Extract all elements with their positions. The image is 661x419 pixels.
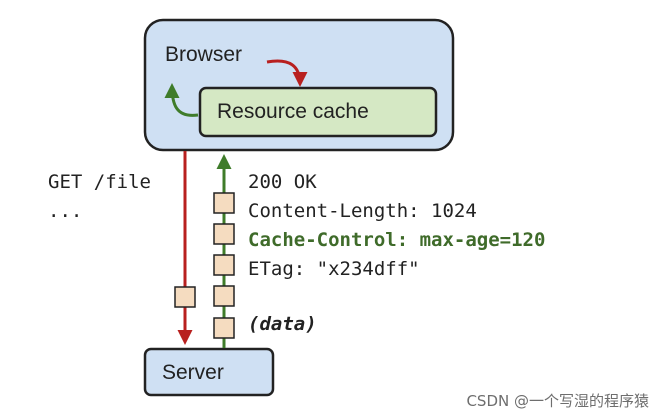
request-line: GET /file xyxy=(48,171,151,193)
response-packet-icon xyxy=(213,254,235,276)
response-cache-control: Cache-Control: max-age=120 xyxy=(248,229,546,251)
response-packet-icon xyxy=(213,223,235,245)
response-packet-icon xyxy=(213,192,235,214)
watermark: CSDN @一个写湿的程序猿 xyxy=(466,392,649,410)
request-ellipsis: ... xyxy=(48,200,83,222)
server-label: Server xyxy=(162,361,224,384)
response-packet-icon xyxy=(213,317,235,339)
browser-label: Browser xyxy=(165,43,243,66)
response-packet-icon xyxy=(213,285,235,307)
read-arrow-icon xyxy=(164,83,199,117)
store-arrow-icon xyxy=(266,59,308,87)
response-etag: ETag: "x234dff" xyxy=(248,258,420,280)
request-packet-icon xyxy=(174,286,196,308)
response-data: (data) xyxy=(248,313,317,335)
resource-cache-label: Resource cache xyxy=(217,100,369,123)
response-content-length: Content-Length: 1024 xyxy=(248,200,477,222)
resource-cache-box xyxy=(198,86,438,138)
server-box xyxy=(143,347,275,397)
response-status: 200 OK xyxy=(248,171,317,193)
